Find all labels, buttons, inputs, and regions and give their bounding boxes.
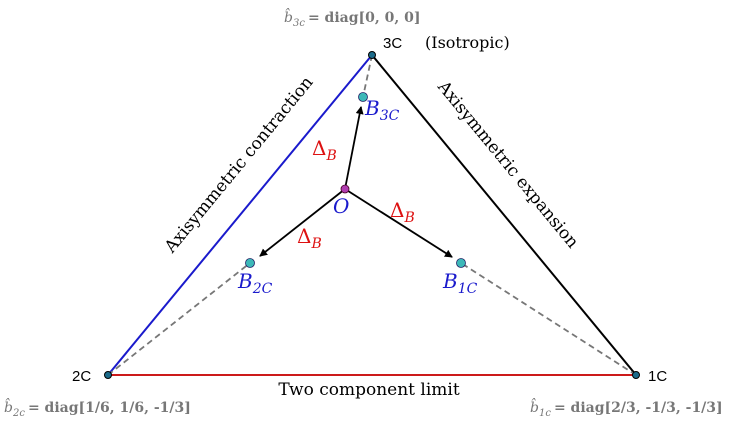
vertex-1c-dot (632, 371, 640, 379)
tensor-3c-label: b̂3c= diag[0, 0, 0] (284, 7, 420, 29)
b2c-label: B2C (237, 269, 273, 297)
delta-label-right: ΔB (390, 198, 415, 226)
delta-label-left: ΔB (297, 224, 322, 252)
b1c-label: B1C (442, 269, 478, 297)
origin-point (340, 184, 350, 194)
arrow-to-b2c (259, 188, 346, 257)
expansion-edge (371, 54, 637, 376)
vertex-2c-label: 2C (72, 368, 91, 385)
two-component-edge-label: Two component limit (278, 380, 460, 400)
tensor-2c-label: b̂2c= diag[1/6, 1/6, -1/3] (4, 397, 191, 419)
expansion-edge-label: Axisymmetric expansion (433, 77, 583, 253)
point-b3c (358, 92, 368, 102)
vertex-3c-dot (368, 51, 376, 59)
vertex-2c-dot (104, 371, 112, 379)
contraction-edge (107, 54, 373, 376)
vertex-3c-label: 3C (383, 35, 402, 52)
vertex-1c-label: 1C (648, 368, 667, 385)
b3c-label: B3C (364, 96, 400, 124)
arrow-to-b3c (344, 106, 364, 190)
dashed-connector-2c (107, 262, 251, 376)
delta-label-upper: ΔB (312, 136, 337, 164)
dashed-connector-3c (362, 54, 373, 98)
isotropic-label: (Isotropic) (425, 33, 510, 52)
tensor-1c-label: b̂1c= diag[2/3, -1/3, -1/3] (530, 397, 723, 419)
point-b2c (245, 258, 255, 268)
point-b1c (456, 258, 466, 268)
dashed-connector-1c (460, 262, 637, 376)
origin-label: O (333, 194, 349, 218)
arrow-to-b1c (344, 188, 453, 258)
